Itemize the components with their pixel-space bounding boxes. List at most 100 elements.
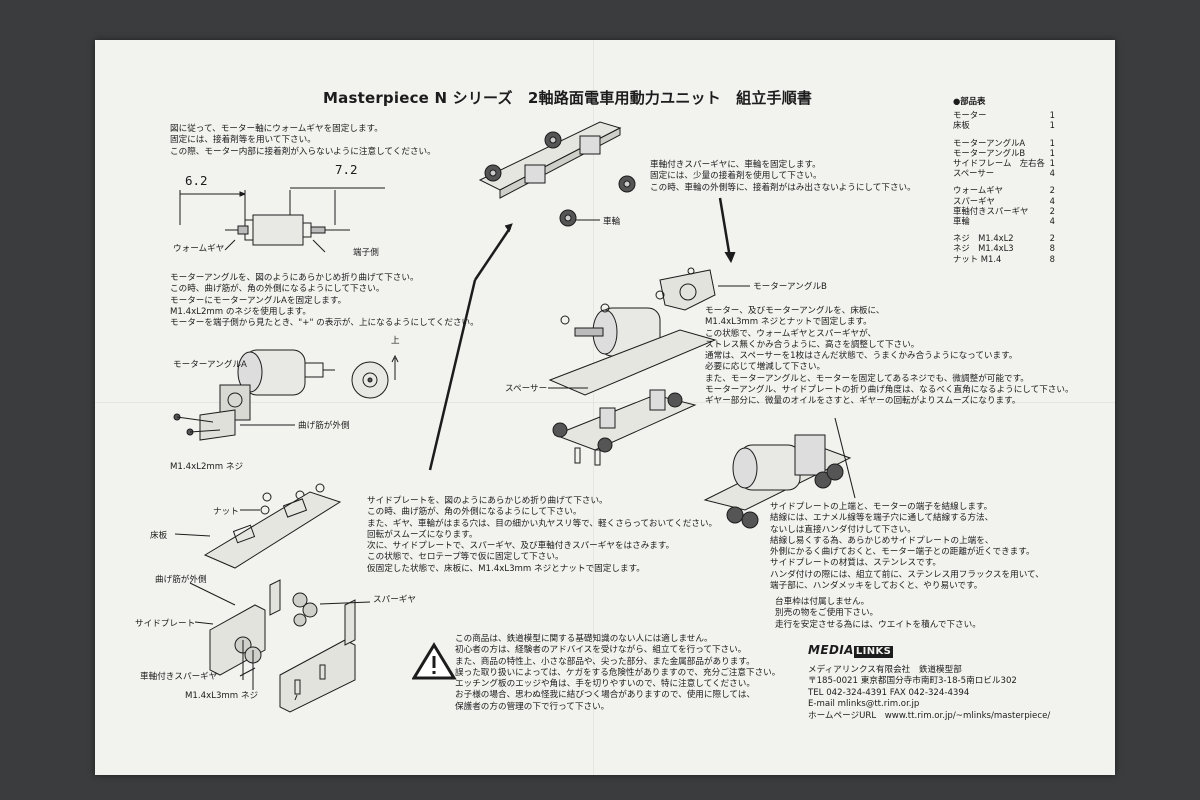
fold-crease-vertical xyxy=(593,40,594,775)
text-line: この時、曲げ筋が、角の外側になるようにして下さい。 xyxy=(367,507,582,518)
part-name: 車軸付きスパーギヤ xyxy=(953,205,1029,216)
text-line: サイドプレートを、図のようにあらかじめ折り曲げて下さい。 xyxy=(367,496,608,506)
parts-row: 車軸付きスパーギヤ 2 xyxy=(953,206,1055,216)
text-line: 固定には、少量の接着剤を使用して下さい。 xyxy=(650,171,822,182)
text-line: また、商品の特性上、小さな部品や、尖った部分、また金属部品があります。 xyxy=(455,656,755,667)
label-spur-gear: スパーギヤ xyxy=(373,595,416,605)
parts-list-heading: ●部品表 xyxy=(953,96,986,106)
label-worm-gear: ウォームギヤ xyxy=(173,244,225,254)
text-line: 誤った取り扱いによっては、ケガをする危険性がありますので、充分ご注意下さい。 xyxy=(455,667,781,678)
part-name: サイドフレーム 左右各 xyxy=(953,158,1045,169)
step-motor-worm-text: 図に従って、モーター軸にウォームギヤを固定します。固定には、接着剤等を用いて下さ… xyxy=(170,124,436,158)
part-qty: 4 xyxy=(1049,168,1055,179)
step-motor-angle-text: モーターアングルを、図のようにあらかじめ折り曲げて下さい。この時、曲げ筋が、角の… xyxy=(170,273,479,329)
text-line: 別売の物をご使用下さい。 xyxy=(775,608,879,619)
text-line: 結線し易くする為、あらかじめサイドプレートの上端を、 xyxy=(770,535,994,546)
text-line: モーターを端子側から見たとき、"+" の表示が、上になるようにしてください。 xyxy=(170,318,479,329)
part-name: 車輪 xyxy=(953,216,970,227)
text-line: ホームページURL www.tt.rim.or.jp/~mlinks/maste… xyxy=(808,710,1051,721)
page-title: Masterpiece N シリーズ 2軸路面電車用動力ユニット 組立手順書 xyxy=(323,89,813,107)
instruction-sheet: Masterpiece N シリーズ 2軸路面電車用動力ユニット 組立手順書 ●… xyxy=(95,40,1115,775)
step-wiring-text: サイドプレートの上端と、モーターの端子を結線します。結線には、エナメル線等を端子… xyxy=(770,502,1044,592)
text-line: モーターアングル、サイドプレートの折り曲げ角度は、なるべく直角になるようにして下… xyxy=(705,385,1074,396)
part-qty: 2 xyxy=(1049,233,1055,244)
label-motor-angle-b: モーターアングルB xyxy=(753,282,827,292)
text-line: ストレス無くかみ合うように、高さを調整して下さい。 xyxy=(705,339,920,350)
parts-row: ナット M1.4 8 xyxy=(953,254,1055,264)
label-screw-l2: M1.4xL2mm ネジ xyxy=(170,462,244,472)
part-qty: 1 xyxy=(1049,158,1055,169)
label-bend-outside-1: 曲げ筋が外側 xyxy=(298,421,350,431)
parts-row: ネジ M1.4xL2 2 xyxy=(953,233,1055,243)
text-line: 初心者の方は、経験者のアドバイスを受けながら、組立てを行って下さい。 xyxy=(455,645,747,656)
floor-plate-drawing xyxy=(174,483,342,569)
warning-icon xyxy=(412,642,457,680)
motor-worm-drawing xyxy=(179,187,385,253)
part-qty: 8 xyxy=(1049,243,1055,254)
part-qty: 2 xyxy=(1049,205,1055,216)
text-line: この時、車輪の外側等に、接着剤がはみ出さないようにして下さい。 xyxy=(650,182,916,193)
side-plate-drawing xyxy=(189,579,371,713)
label-floor-plate: 床板 xyxy=(150,531,168,541)
text-line: お子様の場合、思わぬ怪我に結びつく場合がありますので、使用に際しては、 xyxy=(455,690,756,701)
part-name: モーターアングルB xyxy=(953,147,1026,158)
step-motor-mount-text: モーター、及びモーターアングルを、床板に、M1.4xL3mm ネジとナットで固定… xyxy=(705,306,1074,408)
text-line: 結線には、エナメル線等を端子穴に通して結線する方法、 xyxy=(770,513,994,524)
label-up: 上 xyxy=(391,336,400,346)
text-line: 走行を安定させる為には、ウエイトを積んで下さい。 xyxy=(775,619,981,630)
label-axle-spur-gear: 車軸付きスパーギヤ xyxy=(140,672,218,682)
text-line: 端子部に、ハンダメッキをしておくと、やり易いです。 xyxy=(770,581,983,592)
text-line: ギヤー部分に、微量のオイルをさすと、ギヤーの回転がよりスムーズになります。 xyxy=(705,396,1021,407)
note-bogie-frame: 台車枠は付属しません。別売の物をご使用下さい。走行を安定させる為には、ウエイトを… xyxy=(775,597,981,631)
text-line: 固定には、接着剤等を用いて下さい。 xyxy=(170,135,316,146)
text-line: サイドプレートの上端と、モーターの端子を結線します。 xyxy=(770,502,993,512)
part-qty: 1 xyxy=(1049,110,1055,121)
fold-crease-horizontal xyxy=(95,402,1115,403)
text-line: ないしは直接ハンダ付けして下さい。 xyxy=(770,524,916,535)
text-line: また、モーターアングルと、モーターを固定してあるネジでも、微調整が可能です。 xyxy=(705,373,1029,384)
label-bend-outside-2: 曲げ筋が外側 xyxy=(155,575,207,585)
text-line: 保護者の方の管理の下で行って下さい。 xyxy=(455,701,610,712)
text-line: TEL 042-324-4391 FAX 042-324-4394 xyxy=(808,687,970,698)
part-name: スパーギヤ xyxy=(953,195,995,206)
part-qty: 8 xyxy=(1049,253,1055,264)
text-line: この時、曲げ筋が、角の外側になるようにして下さい。 xyxy=(170,284,385,295)
part-name: ネジ M1.4xL2 xyxy=(953,233,1014,244)
parts-row: サイドフレーム 左右各 1 xyxy=(953,158,1055,168)
text-line: 必要に応じて増減して下さい。 xyxy=(705,362,826,373)
text-line: 台車枠は付属しません。 xyxy=(775,597,870,607)
label-motor-angle-a: モーターアングルA xyxy=(173,360,247,370)
text-line: モーターにモーターアングルAを固定します。 xyxy=(170,295,347,306)
part-name: 床板 xyxy=(953,120,970,131)
dimension-right: 7.2 xyxy=(335,162,358,177)
motor-mount-drawing xyxy=(548,267,750,466)
text-line: サイドプレートの材質は、ステンレスです。 xyxy=(770,558,942,569)
text-line: また、ギヤ、車輪がはまる穴は、目の細かい丸ヤスリ等で、軽くさらっておいてください… xyxy=(367,518,718,529)
label-wheel: 車輪 xyxy=(603,217,621,227)
text-line: M1.4xL2mm のネジを使用します。 xyxy=(170,306,311,317)
wheel-unit-drawing xyxy=(478,121,636,227)
step-wheels-text: 車軸付きスパーギヤに、車輪を固定します。固定には、少量の接着剤を使用して下さい。… xyxy=(650,160,916,194)
part-name: ナット M1.4 xyxy=(953,253,1002,264)
parts-row: モーター 1 xyxy=(953,110,1055,120)
label-screw-l3: M1.4xL3mm ネジ xyxy=(185,691,259,701)
warning-box: この商品は、鉄道模型に関する基礎知識のない人には適しません。初心者の方は、経験者… xyxy=(400,630,810,726)
step-side-plate-text: サイドプレートを、図のようにあらかじめ折り曲げて下さい。この時、曲げ筋が、角の外… xyxy=(367,496,717,575)
part-name: ウォームギヤ xyxy=(953,185,1003,196)
part-name: モーター xyxy=(953,110,987,121)
text-line: 図に従って、モーター軸にウォームギヤを固定します。 xyxy=(170,124,383,134)
motor-angle-a-drawing xyxy=(173,349,399,441)
part-qty: 1 xyxy=(1049,147,1055,158)
label-nut: ナット xyxy=(213,507,239,517)
text-line: 〒185-0021 東京都国分寺市南町3-18-5南ロビル302 xyxy=(808,676,1017,687)
part-name: モーターアングルA xyxy=(953,137,1026,148)
text-line: 車軸付きスパーギヤに、車輪を固定します。 xyxy=(650,160,821,170)
